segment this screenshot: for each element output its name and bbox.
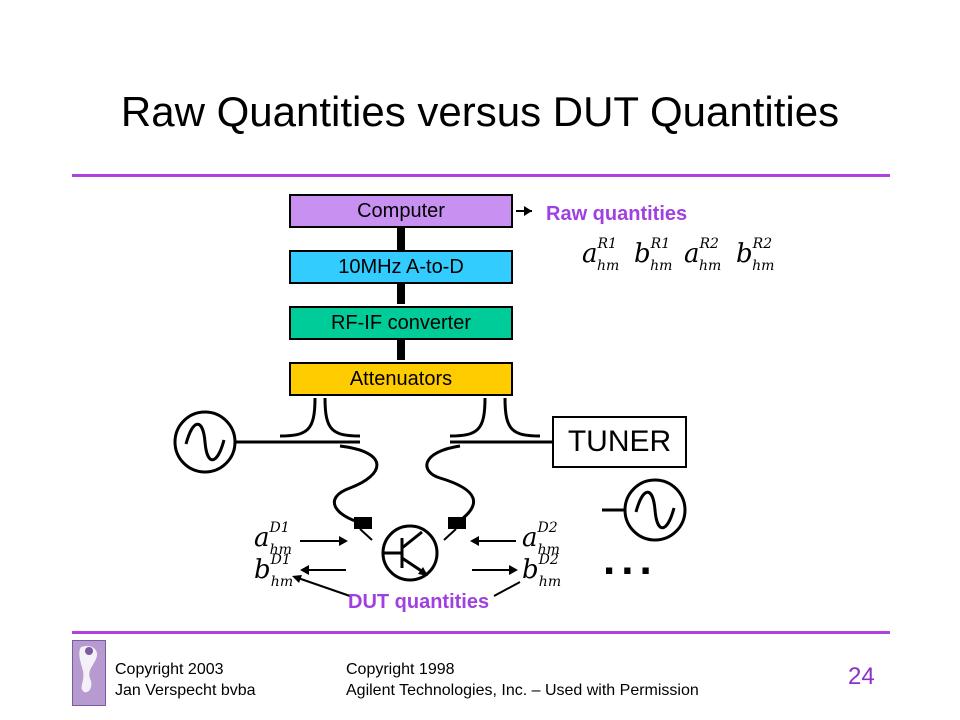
raw-quantities-label: Raw quantities bbox=[546, 203, 688, 225]
bus-link-1 bbox=[397, 228, 405, 262]
right-probe-tip bbox=[448, 517, 466, 529]
transistor-icon bbox=[381, 524, 439, 582]
right-coupler-a bbox=[449, 397, 487, 438]
bus-link-2 bbox=[397, 284, 405, 304]
tuner-box: TUNER bbox=[552, 416, 687, 468]
raw-output-arrowhead bbox=[524, 206, 532, 216]
footer-left-line1: Copyright 2003 bbox=[115, 661, 224, 678]
bottom-divider bbox=[72, 631, 890, 634]
left-cable bbox=[333, 444, 379, 525]
left-source-sine-icon bbox=[184, 422, 226, 462]
top-divider bbox=[72, 174, 890, 177]
slide-title: Raw Quantities versus DUT Quantities bbox=[120, 88, 840, 135]
dut-left-a-arrowhead bbox=[339, 536, 348, 546]
rf-if-converter-block: RF-IF converter bbox=[289, 306, 513, 340]
left-probe-lead bbox=[359, 528, 373, 541]
right-coupler-b bbox=[503, 397, 541, 438]
footer-mid-line2: Agilent Technologies, Inc. – Used with P… bbox=[346, 682, 699, 699]
footer-middle: Copyright 1998 Agilent Technologies, Inc… bbox=[346, 659, 699, 701]
footer-left-line2: Jan Verspecht bvba bbox=[115, 682, 256, 699]
dut-right-a-arrowhead bbox=[470, 536, 479, 546]
left-probe-tip bbox=[354, 517, 372, 529]
dut-left-b-arrowhead bbox=[300, 565, 309, 575]
footer-left: Copyright 2003 Jan Verspecht bvba bbox=[115, 659, 256, 701]
page-number: 24 bbox=[848, 663, 875, 690]
attenuators-block: Attenuators bbox=[289, 362, 513, 396]
left-coupler-a bbox=[279, 397, 317, 438]
dut-label-leader-left-arrowhead bbox=[292, 575, 302, 583]
right-cable bbox=[425, 444, 476, 524]
dut-label-leader-left bbox=[297, 577, 351, 597]
adc-block: 10MHz A-to-D bbox=[289, 250, 513, 284]
bus-link-3 bbox=[397, 340, 405, 360]
computer-block: Computer bbox=[289, 194, 513, 228]
more-ellipsis: ... bbox=[603, 535, 658, 584]
dut-label-leader-right bbox=[493, 581, 521, 597]
dut-quantities-label: DUT quantities bbox=[348, 591, 490, 613]
right-source-sine-icon bbox=[634, 490, 676, 530]
logo-figure-icon bbox=[79, 645, 98, 693]
transistor-collector bbox=[401, 530, 423, 550]
transistor-emitter-arrow bbox=[418, 567, 428, 576]
left-coupler-b bbox=[323, 397, 361, 438]
dut-right-b-arrowhead bbox=[509, 565, 518, 575]
right-probe-lead bbox=[443, 528, 457, 541]
footer-mid-line1: Copyright 1998 bbox=[346, 661, 455, 678]
company-logo bbox=[72, 640, 106, 706]
